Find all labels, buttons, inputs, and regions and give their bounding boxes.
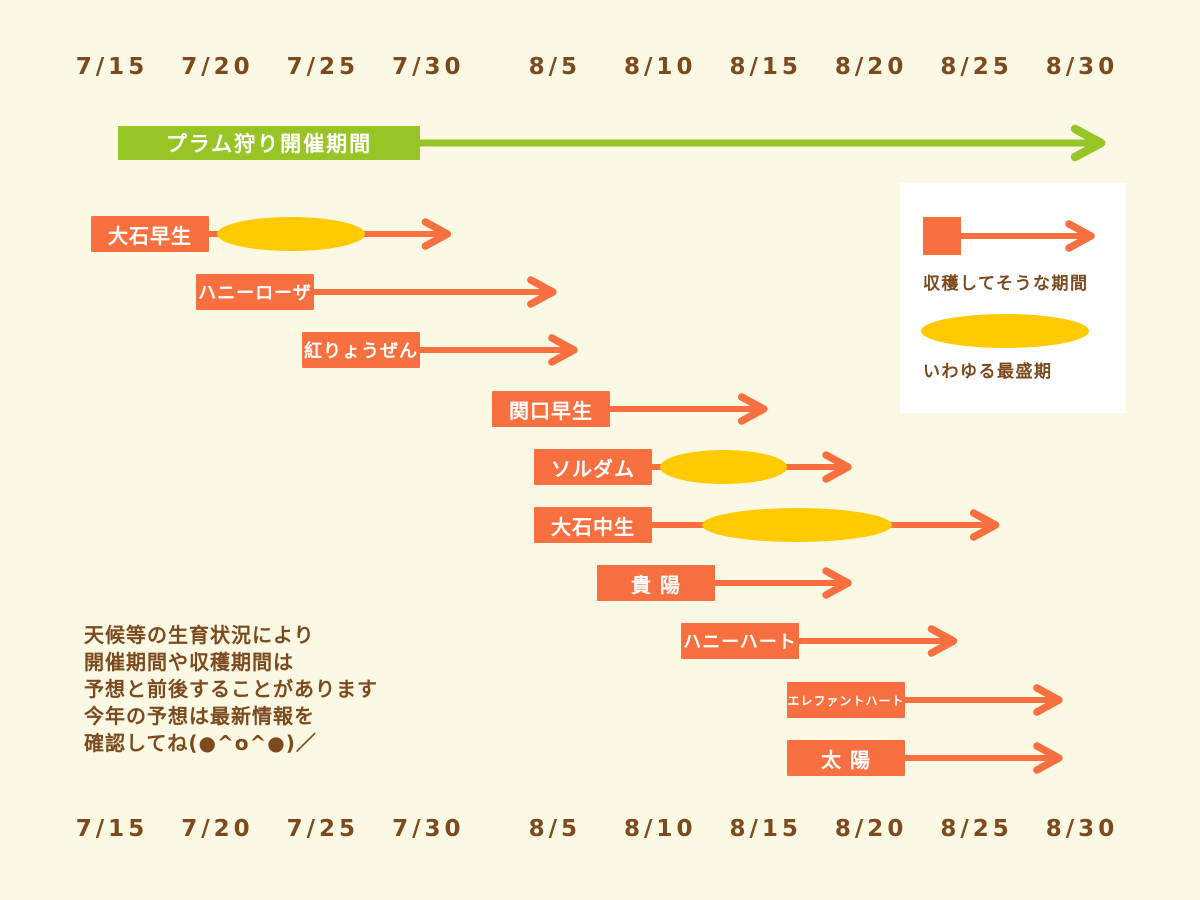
harvest-arrow-head (822, 567, 852, 599)
legend-harvest-arrow-head (1065, 220, 1095, 252)
peak-ellipse (217, 217, 366, 251)
variety-label: 太 陽 (787, 740, 905, 776)
axis-tick: 7/15 (75, 54, 149, 80)
axis-tick: 8/10 (624, 816, 697, 842)
axis-tick: 8/20 (834, 54, 908, 80)
variety-label: 紅りょうぜん (302, 332, 420, 368)
legend-harvest-label: 収穫してそうな期間 (923, 274, 1089, 294)
axis-tick: 8/20 (834, 816, 908, 842)
variety-label: 大石中生 (534, 507, 652, 543)
note-line: 天候等の生育状況により (84, 623, 315, 647)
harvest-arrow-head (421, 218, 452, 250)
axis-tick: 7/30 (392, 816, 465, 842)
axis-tick: 7/30 (392, 54, 465, 80)
harvest-arrow-head (527, 276, 557, 308)
variety-label: ハニーハート (681, 623, 799, 659)
harvest-arrow-head (822, 451, 852, 483)
axis-tick: 7/20 (181, 816, 254, 842)
harvest-arrow-head (969, 509, 1000, 541)
disclaimer-note: 天候等の生育状況により 開催期間や収穫期間は 予想と前後することがあります 今年… (84, 622, 378, 757)
legend-peak-swatch (921, 314, 1089, 348)
axis-tick: 8/25 (940, 54, 1013, 80)
note-line: 開催期間や収穫期間は (84, 650, 294, 674)
axis-tick: 8/15 (729, 54, 802, 80)
axis-tick: 7/25 (286, 54, 360, 80)
axis-tick: 7/20 (181, 54, 254, 80)
axis-tick: 8/25 (940, 816, 1013, 842)
legend-harvest-swatch (923, 217, 961, 255)
event-arrow-head (1070, 124, 1106, 162)
harvest-arrow-head (548, 334, 578, 366)
axis-tick: 8/10 (624, 54, 697, 80)
legend: 収穫してそうな期間 いわゆる最盛期 (900, 183, 1126, 413)
legend-peak-label: いわゆる最盛期 (923, 362, 1053, 382)
event-period-bar: プラム狩り開催期間 (118, 126, 420, 160)
note-line: 予想と前後することがあります (84, 677, 378, 701)
axis-tick: 7/15 (75, 816, 149, 842)
variety-label: ソルダム (534, 449, 652, 485)
harvest-arrow-head (1033, 742, 1063, 774)
legend-arrow (958, 220, 1095, 252)
harvest-arrow-head (1033, 684, 1063, 716)
date-axis-top: 7/15 7/20 7/25 7/30 8/5 8/10 8/15 8/20 8/25 8/30 (0, 54, 1200, 84)
variety-label: 関口早生 (492, 391, 610, 427)
axis-tick: 8/15 (729, 816, 802, 842)
axis-tick: 8/5 (528, 54, 582, 80)
variety-label: ハニーローザ (196, 274, 314, 310)
date-axis-bottom: 7/15 7/20 7/25 7/30 8/5 8/10 8/15 8/20 8/25 8/30 (0, 816, 1200, 846)
variety-label: 大石早生 (91, 216, 209, 252)
note-line: 今年の予想は最新情報を (84, 704, 315, 728)
peak-ellipse (660, 450, 787, 484)
variety-label: 貴 陽 (597, 565, 715, 601)
axis-tick: 8/30 (1045, 54, 1119, 80)
peak-ellipse (702, 508, 893, 542)
event-period-label: プラム狩り開催期間 (165, 132, 373, 156)
note-line: 確認してね(●^o^●)／ (84, 731, 317, 755)
axis-tick: 7/25 (286, 816, 360, 842)
axis-tick: 8/30 (1045, 816, 1119, 842)
harvest-arrow-head (737, 393, 768, 425)
axis-tick: 8/5 (528, 816, 582, 842)
variety-label: エレファントハート (787, 682, 905, 718)
harvest-arrow-head (927, 625, 958, 657)
